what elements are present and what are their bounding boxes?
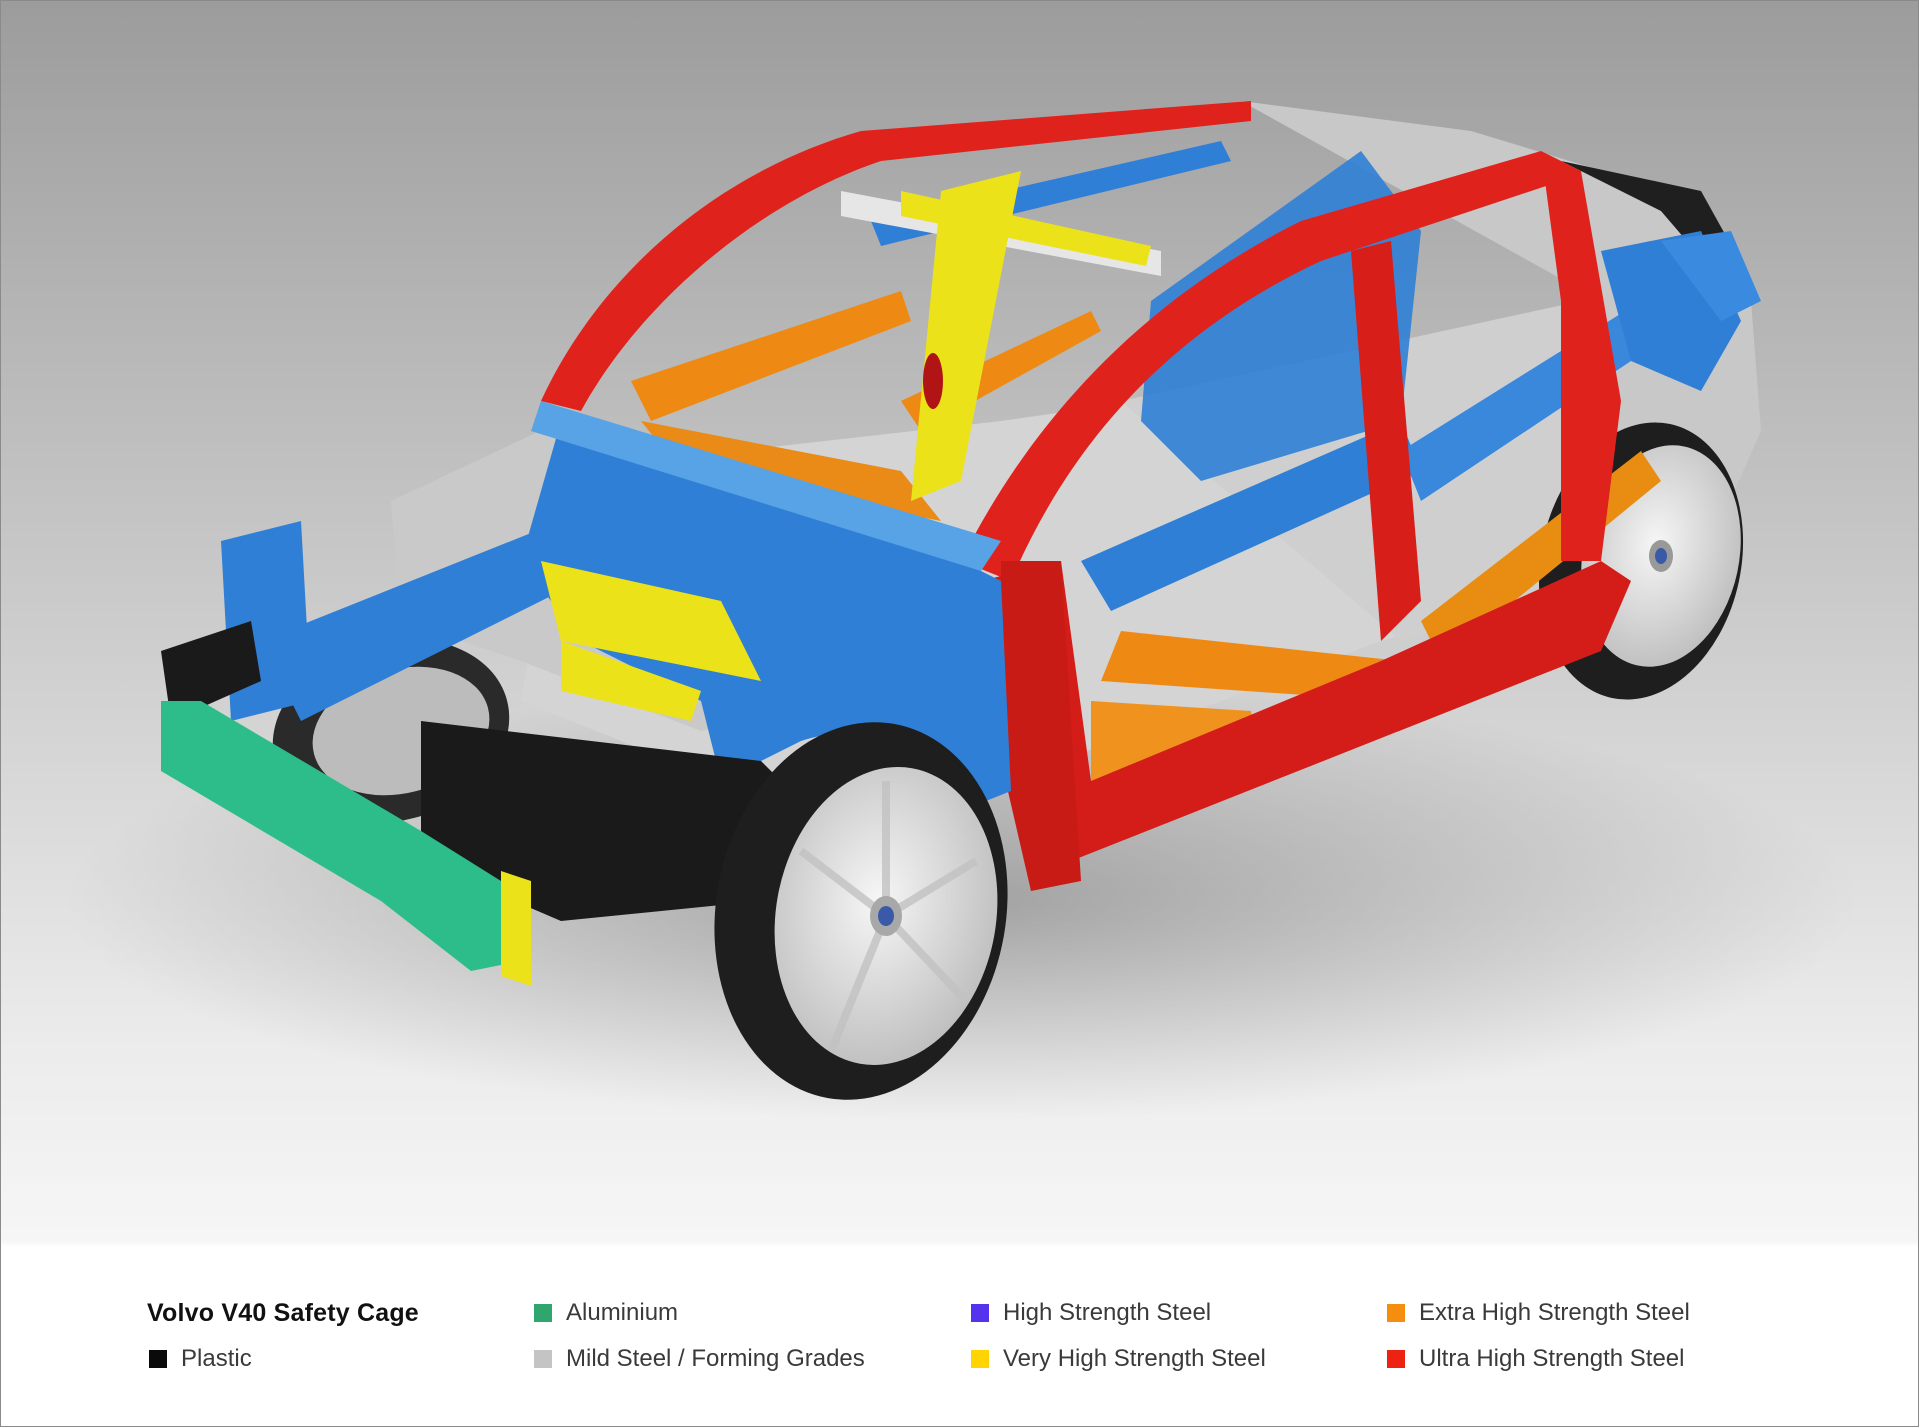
legend-item-extra-high-strength-steel: Extra High Strength Steel <box>1387 1299 1690 1327</box>
legend-item-mild-steel: Mild Steel / Forming Grades <box>534 1345 865 1373</box>
swatch-high-strength-steel <box>971 1304 989 1322</box>
yellow-b-pillar-far <box>911 171 1021 501</box>
legend-label: Mild Steel / Forming Grades <box>566 1345 865 1372</box>
front-right-wheel <box>714 722 1008 1100</box>
legend-label: High Strength Steel <box>1003 1299 1212 1326</box>
red-c-pillar-near <box>1541 151 1621 561</box>
legend-label: Plastic <box>181 1345 252 1372</box>
blue-cross-member-front <box>1081 421 1421 611</box>
safety-cage-drawing <box>61 101 1861 1121</box>
swatch-ultra-high-strength-steel <box>1387 1350 1405 1368</box>
black-plastic-front <box>421 721 761 921</box>
swatch-aluminium <box>534 1304 552 1322</box>
red-b-pillar-near <box>1351 241 1421 641</box>
swatch-plastic <box>149 1350 167 1368</box>
legend-item-aluminium: Aluminium <box>534 1299 678 1327</box>
swatch-extra-high-strength-steel <box>1387 1304 1405 1322</box>
blue-fender-apron <box>521 421 1011 811</box>
legend-item-ultra-high-strength-steel: Ultra High Strength Steel <box>1387 1345 1684 1373</box>
legend-item-plastic: Plastic <box>149 1345 252 1373</box>
yellow-crash-box <box>541 561 761 681</box>
swatch-mild-steel <box>534 1350 552 1368</box>
red-a-pillar-near <box>961 151 1561 581</box>
legend-label: Ultra High Strength Steel <box>1419 1345 1685 1372</box>
legend-label: Extra High Strength Steel <box>1419 1299 1690 1326</box>
red-sill-near <box>981 561 1631 891</box>
orange-roof-rail-left <box>631 291 911 421</box>
legend-label: Very High Strength Steel <box>1003 1345 1266 1372</box>
green-bumper-beam <box>161 701 521 971</box>
legend-title: Volvo V40 Safety Cage <box>147 1299 419 1327</box>
swatch-very-high-strength-steel <box>971 1350 989 1368</box>
orange-floor-rail <box>1101 631 1401 701</box>
blue-front-rail <box>261 521 581 721</box>
legend-label: Aluminium <box>566 1299 679 1326</box>
red-roof-rail-far <box>541 101 1251 411</box>
legend-item-high-strength-steel: High Strength Steel <box>971 1299 1211 1327</box>
blue-cowl <box>531 401 1001 571</box>
legend-item-very-high-strength-steel: Very High Strength Steel <box>971 1345 1266 1373</box>
legend-band <box>1 1247 1918 1426</box>
car-illustration <box>1 1 1918 1247</box>
